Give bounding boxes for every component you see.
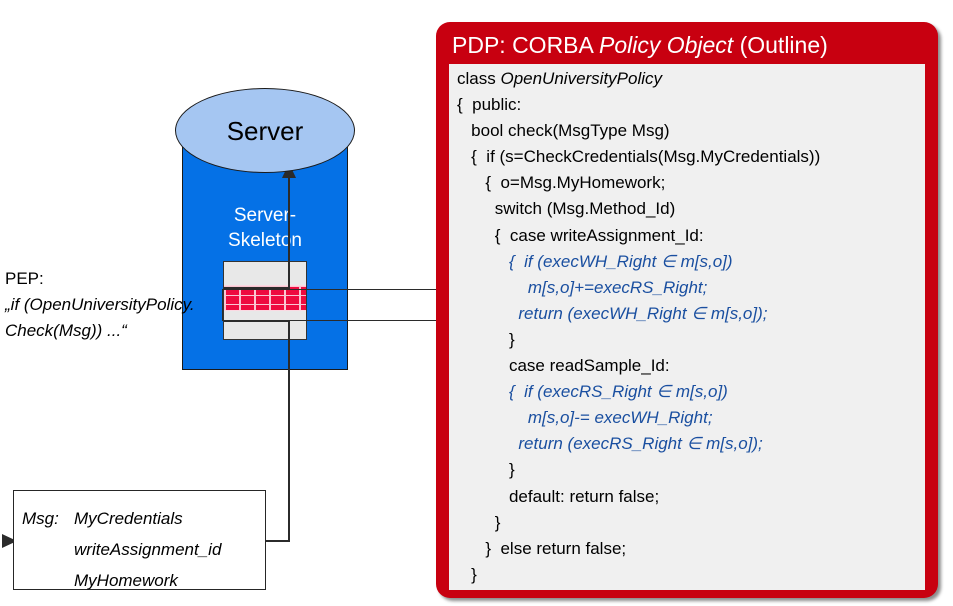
pdp-title-prefix: PDP: CORBA — [452, 32, 599, 58]
code-line: return (execRS_Right ∈ m[s,o]); — [457, 434, 763, 454]
code-line: } — [457, 512, 501, 532]
code-line: default: return false; — [457, 486, 660, 506]
code-line: bool check(MsgType Msg) — [457, 121, 670, 141]
brick-wall-icon — [224, 285, 306, 311]
code-line: { public: — [457, 95, 522, 115]
code-line: } — [457, 460, 515, 480]
msg-arrow-elbow-lower — [224, 320, 290, 322]
message-row: Msg: MyCredentials — [22, 503, 262, 534]
code-line: { case writeAssignment_Id: — [457, 225, 704, 245]
pep-caption: PEP: „if (OpenUniversityPolicy. Check(Ms… — [5, 266, 220, 344]
code-line: private: — [457, 588, 923, 590]
message-row: MyHomework — [22, 565, 262, 596]
code-line: { if (s=CheckCredentials(Msg.MyCredentia… — [457, 147, 821, 167]
request-arrow-shaft-upper — [288, 170, 290, 288]
message-label: Msg: — [22, 509, 59, 528]
msg-arrow-to-box — [266, 540, 290, 542]
code-line: { if (execRS_Right ∈ m[s,o]) — [457, 382, 728, 402]
pdp-code-panel: class OpenUniversityPolicy { public: bool… — [449, 64, 925, 590]
server-cylinder-top: Server — [175, 88, 355, 173]
request-arrow-elbow-upper — [224, 287, 290, 289]
message-field-object: MyHomework — [74, 571, 178, 590]
message-field-method: writeAssignment_id — [74, 540, 222, 559]
code-line: { o=Msg.MyHomework; — [457, 173, 666, 193]
code-line: } else return false; — [457, 538, 627, 558]
code-line: { if (execWH_Right ∈ m[s,o]) — [457, 251, 733, 271]
pdp-title-suffix: (Outline) — [733, 32, 828, 58]
code-line: class OpenUniversityPolicy — [457, 69, 663, 88]
code-line: return (execWH_Right ∈ m[s,o]); — [457, 303, 768, 323]
pdp-panel-title: PDP: CORBA Policy Object (Outline) — [452, 30, 932, 60]
pdp-title-emphasis: Policy Object — [598, 32, 734, 58]
code-line: } — [457, 329, 515, 349]
code-line: case readSample_Id: — [457, 356, 670, 376]
pep-quote-line-1: „if (OpenUniversityPolicy. — [5, 295, 195, 314]
pdp-code-listing: class OpenUniversityPolicy { public: bool… — [457, 66, 923, 590]
msg-arrow-head — [2, 534, 17, 548]
pep-title: PEP: — [5, 269, 44, 288]
msg-arrow-shaft-lower — [288, 320, 290, 541]
server-skeleton-label: Server- Skeleton — [228, 205, 302, 251]
message-box — [13, 490, 266, 590]
message-field-credentials: MyCredentials — [74, 509, 183, 528]
code-line: m[s,o]+=execRS_Right; — [457, 277, 708, 297]
message-row: writeAssignment_id — [22, 534, 262, 565]
code-line: } — [457, 564, 477, 584]
message-fields: Msg: MyCredentials writeAssignment_id MyH… — [22, 503, 262, 596]
code-line: switch (Msg.Method_Id) — [457, 199, 676, 219]
server-label: Server — [226, 115, 304, 146]
code-identifier: OpenUniversityPolicy — [500, 69, 663, 88]
pep-quote-line-2: Check(Msg)) ...“ — [5, 321, 127, 340]
code-line: m[s,o]-= execWH_Right; — [457, 408, 713, 428]
